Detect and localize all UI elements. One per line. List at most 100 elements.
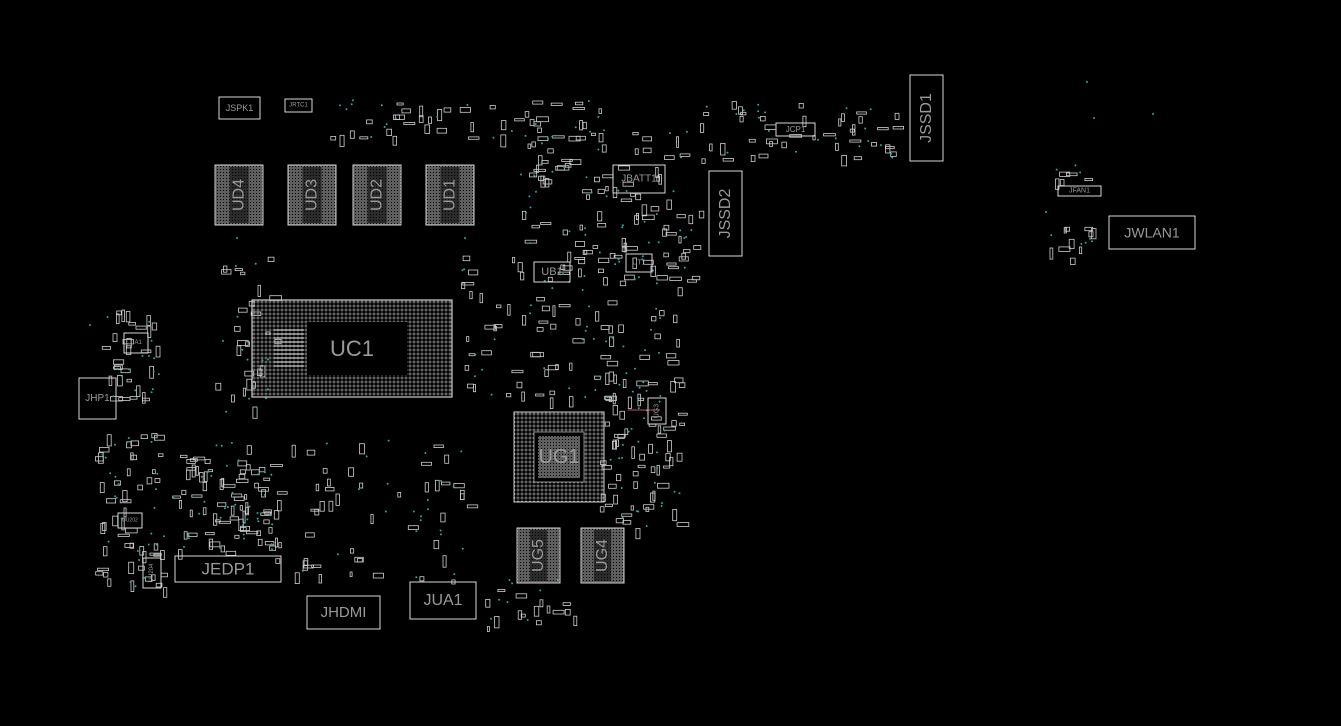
passive-component xyxy=(621,246,626,252)
component-uu204[interactable]: UU204 xyxy=(142,557,162,589)
passive-component xyxy=(598,268,605,274)
via xyxy=(263,471,266,474)
via xyxy=(642,381,645,384)
passive-component xyxy=(678,235,682,244)
passive-component xyxy=(126,441,132,449)
passive-component xyxy=(424,482,429,493)
passive-component xyxy=(440,481,451,486)
via xyxy=(795,150,798,153)
passive-component xyxy=(155,582,163,588)
component-jrtc1[interactable]: JRTC1 xyxy=(284,98,313,113)
component-jfan1[interactable]: JFAN1 xyxy=(1057,185,1102,197)
passive-component xyxy=(673,314,678,324)
passive-component xyxy=(125,345,132,355)
passive-component xyxy=(539,599,544,608)
component-jedp1[interactable]: JEDP1 xyxy=(174,555,282,583)
passive-component xyxy=(670,381,677,393)
passive-component xyxy=(582,189,593,194)
passive-component xyxy=(666,199,672,210)
passive-component xyxy=(472,384,476,393)
via xyxy=(394,117,397,120)
component-jbatt1[interactable]: JBATT1 xyxy=(612,164,666,194)
component-jssd2[interactable]: JSSD2 xyxy=(708,170,743,257)
passive-component xyxy=(268,527,273,534)
passive-component xyxy=(470,122,474,133)
passive-component xyxy=(258,466,266,473)
component-uc1[interactable]: UC1 xyxy=(251,299,453,398)
passive-component xyxy=(564,609,571,616)
component-jua1[interactable]: JUA1 xyxy=(409,581,477,620)
passive-component xyxy=(615,518,624,524)
passive-component xyxy=(140,349,152,354)
via xyxy=(150,339,153,342)
passive-component xyxy=(639,354,651,360)
via xyxy=(645,525,648,528)
component-label: UD2 xyxy=(369,179,386,211)
via xyxy=(104,456,107,459)
passive-component xyxy=(163,587,168,598)
passive-component xyxy=(130,440,139,447)
component-ug1[interactable]: UG1 xyxy=(513,411,605,503)
component-jssd1[interactable]: JSSD1 xyxy=(909,74,944,162)
via xyxy=(415,530,418,533)
passive-component xyxy=(634,148,639,155)
component-ud4[interactable]: UD4 xyxy=(214,164,264,226)
component-outline xyxy=(306,595,381,630)
via xyxy=(618,260,621,263)
passive-component xyxy=(229,516,240,521)
via xyxy=(585,176,588,179)
passive-component xyxy=(101,345,111,350)
via xyxy=(606,396,609,399)
component-ub1[interactable]: UB1 xyxy=(533,261,571,283)
passive-component xyxy=(239,469,246,475)
passive-component xyxy=(569,159,582,165)
via xyxy=(148,320,151,323)
passive-component xyxy=(205,532,215,536)
component-label: JEDP1 xyxy=(202,560,255,579)
passive-component xyxy=(582,121,587,130)
passive-component xyxy=(642,136,653,142)
component-ud1[interactable]: UD1 xyxy=(425,164,475,226)
passive-component xyxy=(598,257,610,263)
passive-component xyxy=(251,469,260,476)
component-ug4[interactable]: UG4 xyxy=(580,527,625,584)
component-ug3[interactable]: UG3 xyxy=(647,397,667,425)
passive-component xyxy=(306,449,316,456)
passive-component xyxy=(157,453,164,457)
component-jwlan1[interactable]: JWLAN1 xyxy=(1108,215,1196,250)
component-ud2[interactable]: UD2 xyxy=(352,164,402,226)
via xyxy=(535,190,537,193)
passive-component xyxy=(234,268,243,272)
via xyxy=(234,503,237,506)
component-outline xyxy=(1057,185,1102,197)
passive-component xyxy=(394,114,405,120)
component-label: UU202 xyxy=(122,518,138,524)
passive-component xyxy=(520,271,525,281)
via xyxy=(590,191,593,194)
via xyxy=(817,138,820,141)
component-ut1[interactable]: UT1 xyxy=(625,253,653,273)
passive-component xyxy=(349,130,355,139)
component-uu202[interactable]: UU202 xyxy=(117,512,143,529)
via xyxy=(643,220,646,223)
via xyxy=(879,144,882,147)
component-ua1[interactable]: UA1 xyxy=(123,332,149,354)
passive-component xyxy=(601,144,607,153)
component-jspk1[interactable]: JSPK1 xyxy=(218,96,261,120)
component-label: JHP1 xyxy=(85,393,110,404)
via xyxy=(383,126,386,128)
component-jhp1[interactable]: JHP1 xyxy=(78,377,117,420)
component-jhdmi[interactable]: JHDMI xyxy=(306,595,381,630)
passive-component xyxy=(466,504,479,509)
passive-component xyxy=(97,567,109,571)
via xyxy=(498,598,501,601)
component-ug5[interactable]: UG5 xyxy=(516,527,561,584)
component-ud3[interactable]: UD3 xyxy=(287,164,337,226)
via xyxy=(234,265,237,267)
passive-component xyxy=(579,224,583,231)
component-jcp1[interactable]: JCP1 xyxy=(775,122,816,137)
via xyxy=(115,496,118,499)
passive-component xyxy=(245,506,249,516)
passive-component xyxy=(181,489,187,495)
